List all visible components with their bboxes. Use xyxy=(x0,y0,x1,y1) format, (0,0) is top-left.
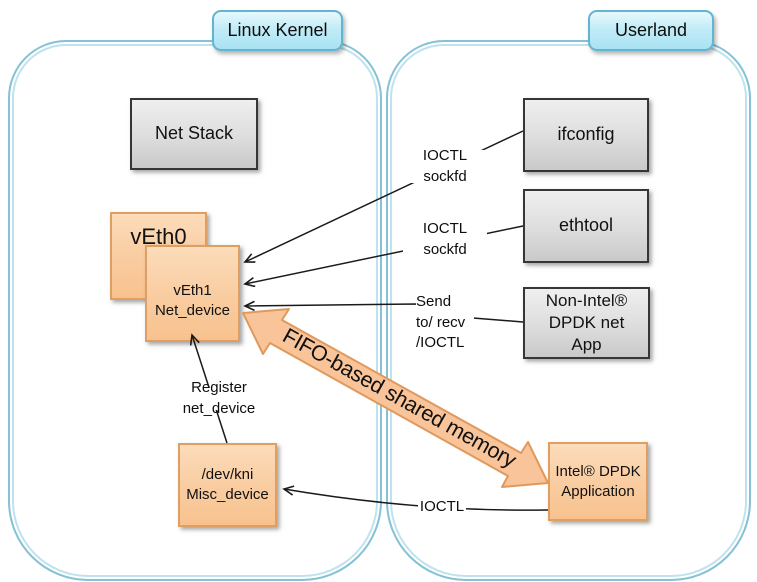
userland-title: Userland xyxy=(588,10,714,51)
send-recv-line2: to/ recv xyxy=(416,313,466,331)
veth1-label-line1: vEth1 xyxy=(173,281,212,299)
edge-label-ioctl-sockfd-mid: IOCTL sockfd xyxy=(403,220,487,258)
ifconfig-label: ifconfig xyxy=(557,124,615,145)
userland-title-text: Userland xyxy=(614,20,688,40)
intel-app-label-line2: Application xyxy=(561,482,635,500)
net-stack-node: Net Stack xyxy=(130,98,258,170)
edge-label-ioctl-sockfd-top: IOCTL sockfd xyxy=(403,147,487,185)
non-intel-dpdk-app-node: Non-Intel® DPDK net App xyxy=(523,287,650,359)
dev-kni-label-line2: Misc_device xyxy=(186,486,269,503)
intel-app-label-line1: Intel® DPDK xyxy=(555,462,641,480)
linux-kernel-title: Linux Kernel xyxy=(212,10,343,51)
ioctl-text: IOCTL xyxy=(419,497,465,515)
ioctl-sockfd-mid-text: IOCTL sockfd xyxy=(422,220,468,258)
intel-dpdk-application-node: Intel® DPDK Application xyxy=(548,442,648,521)
ifconfig-node: ifconfig xyxy=(523,98,649,172)
net-stack-label: Net Stack xyxy=(154,123,234,144)
veth1-label-line2: Net_device xyxy=(154,301,231,319)
register-net-device-text: Register net_device xyxy=(182,379,256,417)
non-intel-label-line1: Non-Intel® xyxy=(545,291,628,311)
veth0-label: vEth0 xyxy=(130,224,187,249)
dev-kni-node: /dev/kni Misc_device xyxy=(178,443,277,527)
edge-label-ioctl: IOCTL xyxy=(418,496,466,518)
linux-kernel-title-text: Linux Kernel xyxy=(227,20,328,40)
edge-label-send-recv-ioctl: Send to/ recv /IOCTL xyxy=(416,292,474,354)
edge-label-register-net-device: Register net_device xyxy=(153,379,285,417)
veth1-node: vEth1 Net_device xyxy=(145,245,240,342)
dev-kni-label-line1: /dev/kni xyxy=(201,466,254,484)
ethtool-node: ethtool xyxy=(523,189,649,263)
send-recv-line1: Send xyxy=(416,292,452,310)
ioctl-sockfd-top-text: IOCTL sockfd xyxy=(422,146,468,185)
ethtool-label: ethtool xyxy=(558,215,614,236)
send-recv-line3: /IOCTL xyxy=(416,334,465,352)
non-intel-label-line2: DPDK net xyxy=(548,313,625,333)
non-intel-label-line3: App xyxy=(571,334,602,354)
